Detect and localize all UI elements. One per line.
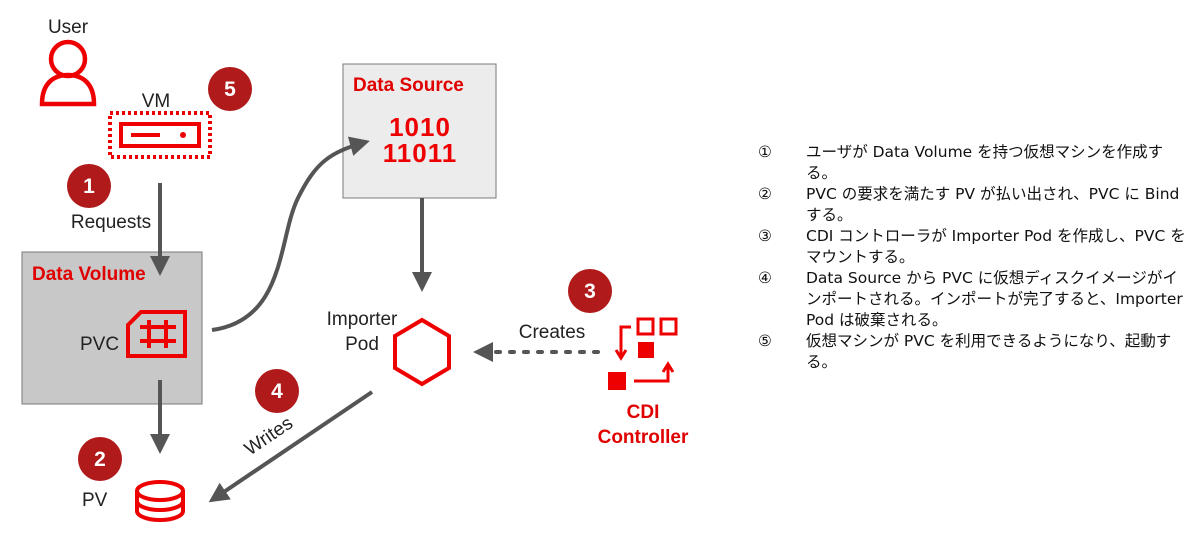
badge-4: 4 — [255, 369, 299, 413]
step-text: ユーザが Data Volume を持つ仮想マシンを作成する。 — [806, 143, 1164, 182]
step-item: ① ユーザが Data Volume を持つ仮想マシンを作成する。 — [758, 142, 1190, 184]
badge-3: 3 — [568, 269, 612, 313]
pv-database-icon — [135, 480, 185, 522]
step-marker: ③ — [758, 227, 772, 245]
user-label: User — [48, 17, 89, 38]
binary-data-icon: 1010 11011 — [383, 112, 457, 168]
step-item: ⑤ 仮想マシンが PVC を利用できるようになり、起動する。 — [758, 331, 1190, 373]
vm-icon — [108, 111, 212, 159]
svg-text:5: 5 — [224, 78, 236, 101]
steps-list: ① ユーザが Data Volume を持つ仮想マシンを作成する。 ② PVC の要… — [758, 142, 1190, 373]
cdi-label-line2: Controller — [598, 427, 689, 448]
svg-text:4: 4 — [271, 380, 283, 403]
step-marker: ⑤ — [758, 332, 772, 350]
svg-text:11011: 11011 — [383, 138, 457, 168]
cdi-controller-icon — [608, 317, 678, 390]
step-marker: ① — [758, 143, 772, 161]
step-item: ④ Data Source から PVC に仮想ディスクイメージがインポートされる… — [758, 268, 1190, 331]
data-source-box — [342, 63, 497, 199]
vm-label: VM — [142, 91, 171, 112]
data-source-title: Data Source — [353, 75, 464, 96]
step-text: PVC の要求を満たす PV が払い出され、PVC に Bind する。 — [806, 185, 1180, 224]
cdi-label-line1: CDI — [627, 402, 660, 423]
svg-text:2: 2 — [94, 448, 106, 471]
step-item: ② PVC の要求を満たす PV が払い出され、PVC に Bind する。 — [758, 184, 1190, 226]
importer-label-line1: Importer — [327, 309, 398, 330]
importer-pod-hexagon-icon — [393, 317, 451, 387]
svg-text:3: 3 — [584, 280, 596, 303]
creates-label: Creates — [519, 322, 586, 343]
step-text: 仮想マシンが PVC を利用できるようになり、起動する。 — [806, 332, 1172, 371]
step-marker: ④ — [758, 269, 772, 287]
pv-label: PV — [82, 490, 108, 511]
badge-1: 1 — [67, 164, 111, 208]
badge-5: 5 — [208, 67, 252, 111]
pvc-to-source-curve — [211, 136, 370, 332]
svg-text:1010: 1010 — [389, 112, 451, 142]
pvc-icon — [126, 310, 187, 358]
step-item: ③ CDI コントローラが Importer Pod を作成し、PVC をマウント… — [758, 226, 1190, 268]
step-text: CDI コントローラが Importer Pod を作成し、PVC をマウントす… — [806, 227, 1186, 266]
badge-2: 2 — [78, 437, 122, 481]
writes-arrow — [208, 390, 374, 503]
svg-text:1: 1 — [83, 175, 95, 198]
step-marker: ② — [758, 185, 772, 203]
pvc-label: PVC — [80, 334, 119, 355]
importer-label-line2: Pod — [345, 334, 379, 355]
writes-label: Writes — [241, 413, 297, 460]
user-icon — [39, 39, 97, 107]
requests-label: Requests — [71, 212, 151, 233]
data-volume-title: Data Volume — [32, 264, 146, 285]
step-text: Data Source から PVC に仮想ディスクイメージがインポートされる。… — [806, 269, 1183, 329]
